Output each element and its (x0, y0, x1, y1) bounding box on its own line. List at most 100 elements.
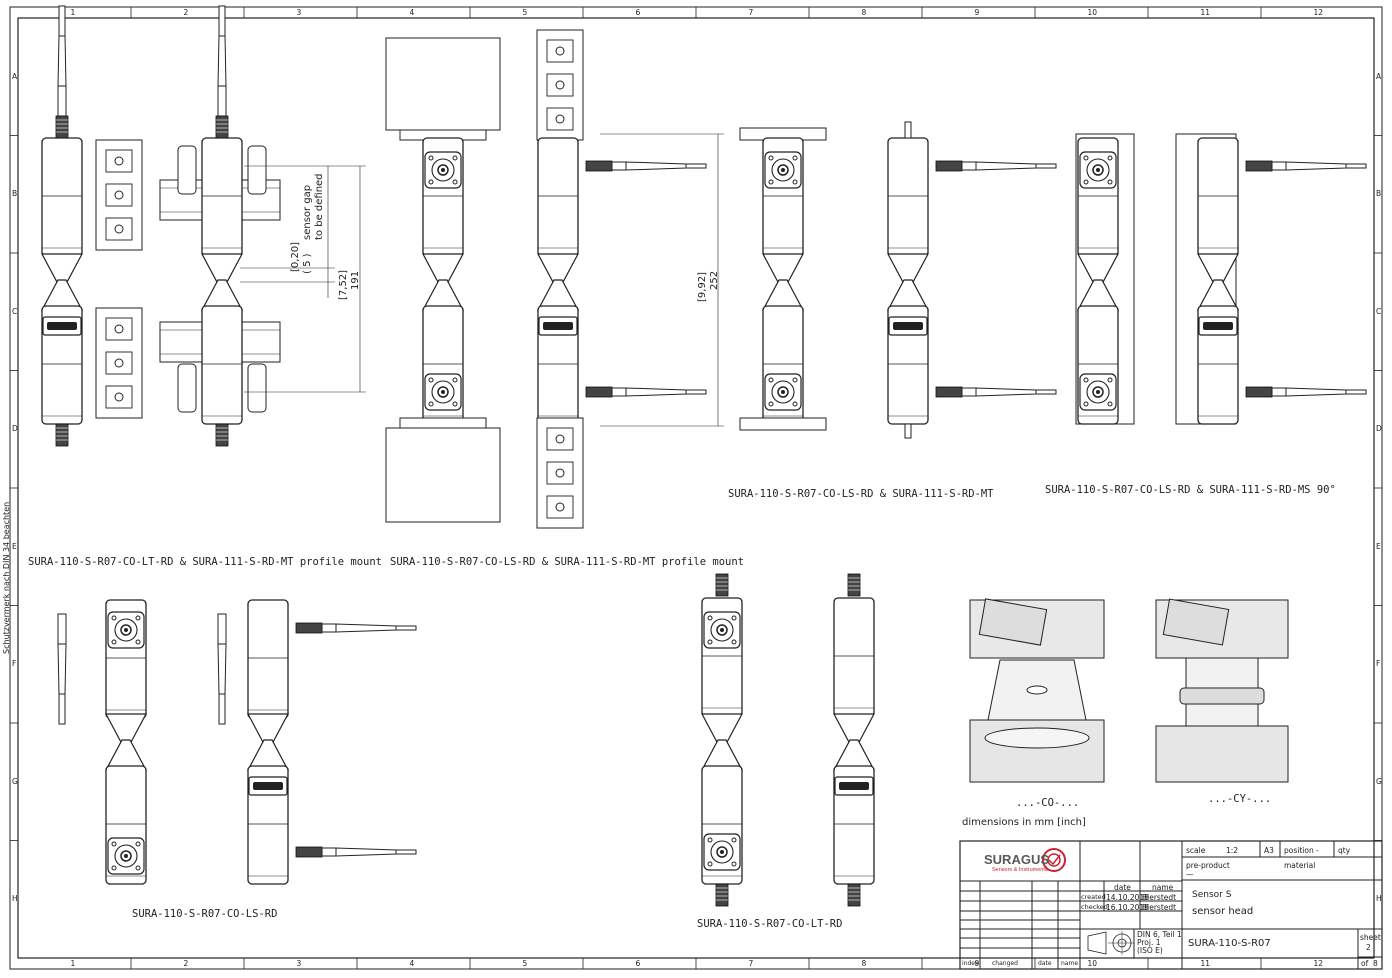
column-label: 9 (974, 8, 980, 17)
pre-product-label: pre-product (1186, 861, 1230, 870)
company-logo: SURAGUS (984, 852, 1050, 867)
column-label: 5 (522, 959, 528, 968)
row-label: G (12, 776, 18, 786)
of-value: 8 (1373, 959, 1378, 968)
date-label: date (1114, 883, 1131, 892)
scale-label: scale (1186, 846, 1206, 855)
title-line1: Sensor S (1192, 890, 1232, 900)
column-label: 11 (1200, 959, 1211, 968)
created-date: 14.10.2018 (1106, 893, 1149, 902)
caption-view3: SURA-110-S-R07-CO-LS-RD & SURA-111-S-RD-… (728, 488, 994, 500)
sheet-border (9, 6, 1383, 970)
column-label: 12 (1313, 8, 1324, 17)
dim-h2-mm: 252 (709, 270, 720, 290)
caption-detail-co: ...-CO-... (1016, 797, 1080, 809)
column-label: 2 (183, 959, 189, 968)
column-label: 7 (748, 959, 754, 968)
row-label: C (1376, 306, 1382, 316)
row-label: D (12, 424, 18, 434)
position-value: - (1316, 846, 1319, 855)
position-label: position (1284, 846, 1314, 855)
column-label: 6 (635, 959, 641, 968)
company-logo-sub: Sensors & Instruments (992, 867, 1048, 873)
dim-h1-mm: 191 (350, 270, 361, 290)
column-label: 7 (748, 8, 754, 17)
column-label: 5 (522, 8, 528, 17)
side-note: Schutzvermerk nach DIN 34 beachten (2, 501, 11, 654)
column-label: 2 (183, 8, 189, 17)
column-label: 12 (1313, 959, 1324, 968)
units-note: dimensions in mm [inch] (962, 817, 1086, 828)
title-block (959, 840, 1383, 970)
column-label: 1 (70, 959, 76, 968)
row-label: G (1376, 776, 1382, 786)
row-label: B (12, 189, 18, 199)
column-label: 4 (409, 8, 415, 17)
row-label: H (1376, 894, 1382, 904)
qty-label: qty (1338, 846, 1351, 855)
column-label: 8 (861, 959, 867, 968)
row-label: H (12, 894, 18, 904)
dim-gap-mm: ( 5 ) (302, 253, 313, 274)
dim-gap-inch: [0,20] (290, 241, 301, 272)
dim-gap-note2: to be defined (314, 173, 325, 240)
row-label: C (12, 306, 18, 316)
caption-view5: SURA-110-S-R07-CO-LS-RD (132, 908, 278, 920)
scale-value: 1:2 (1226, 846, 1239, 855)
row-label: E (12, 541, 17, 551)
row-label: D (1376, 424, 1382, 434)
sheet-value: 2 (1366, 943, 1371, 952)
pre-product-value: — (1186, 870, 1194, 879)
created-label: created (1081, 893, 1106, 901)
detail-cy (1155, 598, 1289, 783)
checked-date: 16.10.2018 (1106, 903, 1149, 912)
column-label: 1 (70, 8, 76, 17)
name2-label: name (1061, 960, 1079, 967)
column-label: 3 (296, 959, 302, 968)
caption-view6: SURA-110-S-R07-CO-LT-RD (697, 918, 843, 930)
row-label: F (1376, 659, 1381, 669)
row-label: B (1376, 189, 1382, 199)
column-label: 8 (861, 8, 867, 17)
column-label: 3 (296, 8, 302, 17)
drawing-number: SURA-110-S-R07 (1188, 938, 1271, 949)
column-label: 11 (1200, 8, 1211, 17)
dim-h1-inch: [7,52] (338, 269, 349, 300)
checked-name: Bierstedt (1142, 903, 1177, 912)
column-label: 10 (1087, 959, 1098, 968)
format-value: A3 (1264, 846, 1274, 855)
dim-h2-inch: [9,92] (697, 271, 708, 302)
caption-view4: SURA-110-S-R07-CO-LS-RD & SURA-111-S-RD-… (1045, 484, 1336, 496)
date2-label: date (1038, 960, 1052, 967)
caption-view1: SURA-110-S-R07-CO-LT-RD & SURA-111-S-RD-… (28, 556, 383, 568)
sheet-label: sheet (1360, 933, 1381, 942)
column-label: 9 (974, 959, 980, 968)
row-label: E (1376, 541, 1381, 551)
view-profile-mount-lt (41, 5, 366, 725)
of-label: of (1361, 959, 1369, 968)
index-label: index (962, 960, 979, 967)
dim-gap-note1: sensor gap (302, 184, 313, 240)
caption-detail-cy: ...-CY-... (1208, 793, 1272, 805)
column-label: 10 (1087, 8, 1098, 17)
checked-label: checked (1081, 903, 1108, 911)
view-profile-mount-ls (385, 29, 724, 529)
detail-co (969, 598, 1105, 783)
standard-note: DIN 6, Teil 1 Proj. 1 (ISO E) (1137, 930, 1182, 955)
material-label: material (1284, 861, 1316, 870)
title-line2: sensor head (1192, 906, 1254, 917)
column-label: 4 (409, 959, 415, 968)
row-label: A (12, 71, 18, 81)
view-co-lt-rd (701, 573, 875, 907)
column-label: 6 (635, 8, 641, 17)
view-co-ls-rd (105, 599, 417, 885)
view-mt (739, 121, 1057, 439)
row-label: A (1376, 71, 1382, 81)
caption-view2: SURA-110-S-R07-CO-LS-RD & SURA-111-S-RD-… (390, 556, 745, 568)
created-name: Bierstedt (1142, 893, 1177, 902)
row-label: F (12, 659, 17, 669)
view-ms-90 (1075, 133, 1367, 425)
name-label: name (1152, 883, 1174, 892)
changed-label: changed (992, 960, 1018, 967)
